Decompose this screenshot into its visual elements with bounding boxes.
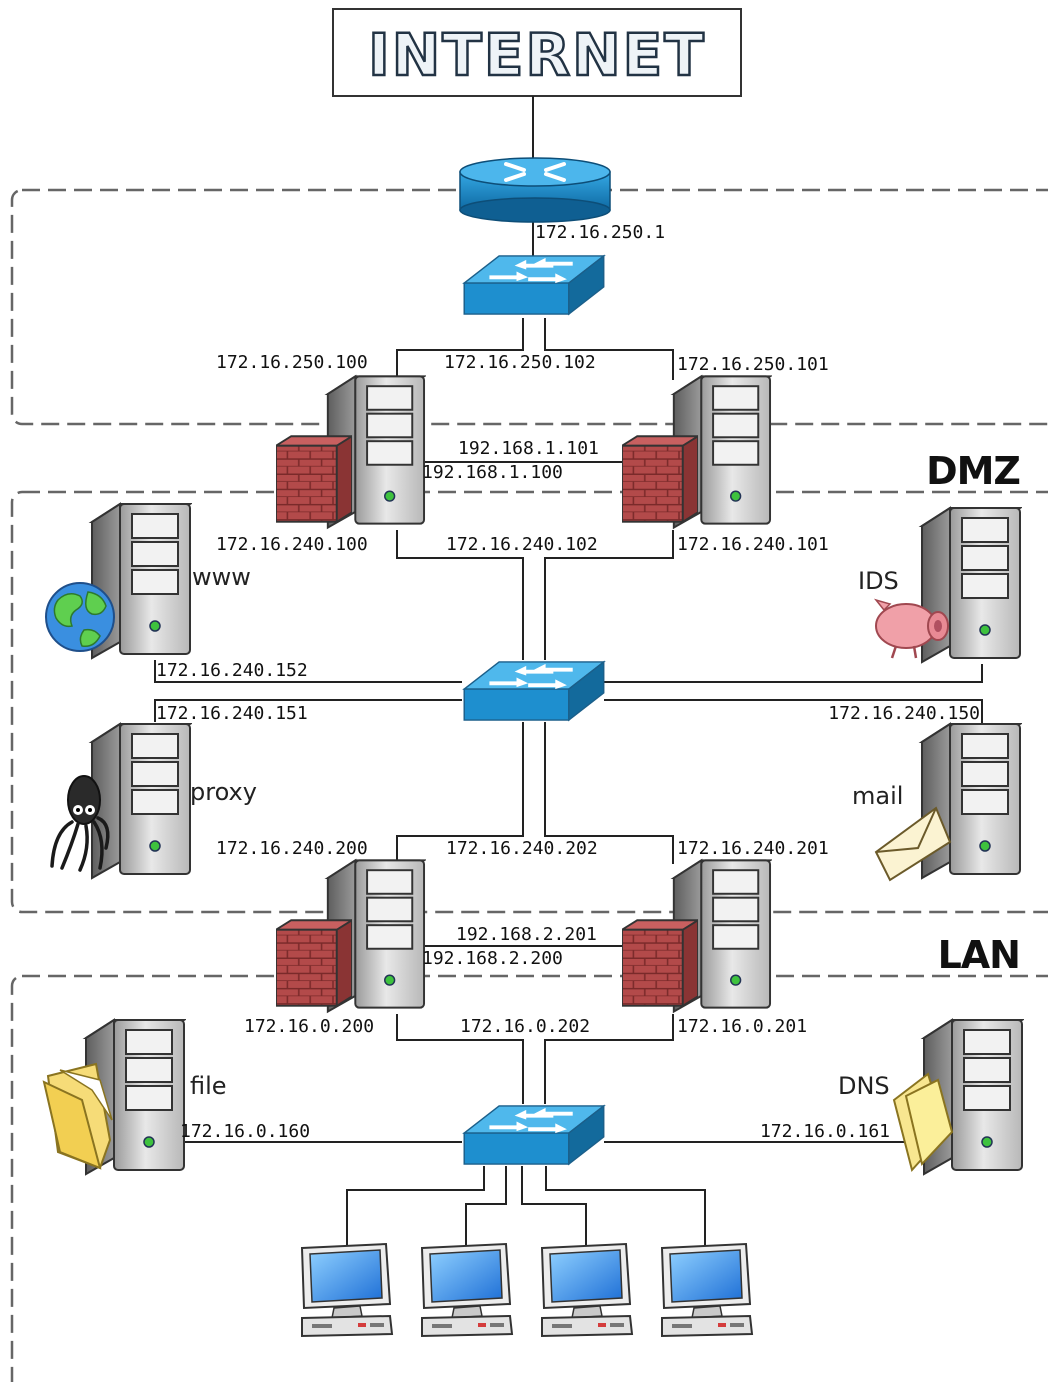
outer-firewall-right xyxy=(622,375,772,529)
folder-icon xyxy=(42,1062,113,1170)
www-label: www xyxy=(192,563,251,591)
ip-label: 172.16.240.150 xyxy=(828,703,980,724)
ip-label: 172.16.0.161 xyxy=(760,1121,890,1142)
lan-zone-box xyxy=(10,974,1048,1382)
router-icon xyxy=(459,157,611,223)
ip-label: 172.16.240.151 xyxy=(156,703,308,724)
workstation-icon xyxy=(421,1243,513,1337)
ip-label: 172.16.240.201 xyxy=(677,838,829,859)
server-tower-icon xyxy=(91,723,191,879)
inner-firewall-right xyxy=(622,859,772,1013)
ip-label: 172.16.250.100 xyxy=(216,352,368,373)
server-tower-icon xyxy=(921,723,1021,879)
ip-label: 192.168.1.101 xyxy=(458,438,599,459)
ids-server xyxy=(873,507,1021,663)
inner-firewall-left xyxy=(276,859,426,1013)
ip-label: 172.16.240.102 xyxy=(446,534,598,555)
ip-label: 172.16.240.152 xyxy=(156,660,308,681)
ip-label: 172.16.250.102 xyxy=(444,352,596,373)
squid-icon xyxy=(50,775,110,872)
file-server xyxy=(42,1019,185,1175)
firewall-icon xyxy=(622,919,698,1007)
firewall-icon xyxy=(276,435,352,523)
ip-label: 192.168.2.200 xyxy=(422,948,563,969)
internet-box xyxy=(332,8,742,97)
proxy-label: proxy xyxy=(190,778,257,806)
network-links xyxy=(154,96,983,1248)
firewall-icon xyxy=(622,435,698,523)
dmz-zone-label: DMZ xyxy=(926,449,1020,493)
dns-label: DNS xyxy=(838,1072,890,1100)
proxy-server xyxy=(50,723,191,879)
ip-label: 172.16.240.200 xyxy=(216,838,368,859)
lan-zone-label: LAN xyxy=(938,933,1020,977)
globe-icon xyxy=(45,582,115,652)
ip-label: 172.16.250.101 xyxy=(677,354,829,375)
pig-icon xyxy=(873,598,949,659)
workstation-icon xyxy=(661,1243,753,1337)
ip-label: 192.168.2.201 xyxy=(456,924,597,945)
switch-icon xyxy=(463,661,605,721)
ip-label: 172.16.0.202 xyxy=(460,1016,590,1037)
mail-label: mail xyxy=(852,782,903,810)
ids-label: IDS xyxy=(858,567,899,595)
folder-icon xyxy=(892,1072,954,1173)
ip-label: 192.168.1.100 xyxy=(422,462,563,483)
dns-server xyxy=(892,1019,1023,1175)
ip-label: 172.16.240.202 xyxy=(446,838,598,859)
ip-label: 172.16.0.201 xyxy=(677,1016,807,1037)
firewall-icon xyxy=(276,919,352,1007)
file-label: file xyxy=(190,1072,227,1100)
switch-icon xyxy=(463,1105,605,1165)
mail-server xyxy=(874,723,1021,882)
router-ip-label: 172.16.250.1 xyxy=(535,222,665,243)
envelope-icon xyxy=(874,806,952,882)
internet-title: INTERNET xyxy=(368,21,706,89)
switch-icon xyxy=(463,255,605,315)
outer-firewall-left xyxy=(276,375,426,529)
dmz-zone-box xyxy=(10,490,1048,914)
www-server xyxy=(45,503,191,659)
ip-label: 172.16.240.101 xyxy=(677,534,829,555)
ip-label: 172.16.0.200 xyxy=(244,1016,374,1037)
workstation-icon xyxy=(541,1243,633,1337)
ip-label: 172.16.0.160 xyxy=(180,1121,310,1142)
workstation-icon xyxy=(301,1243,393,1337)
ip-label: 172.16.240.100 xyxy=(216,534,368,555)
